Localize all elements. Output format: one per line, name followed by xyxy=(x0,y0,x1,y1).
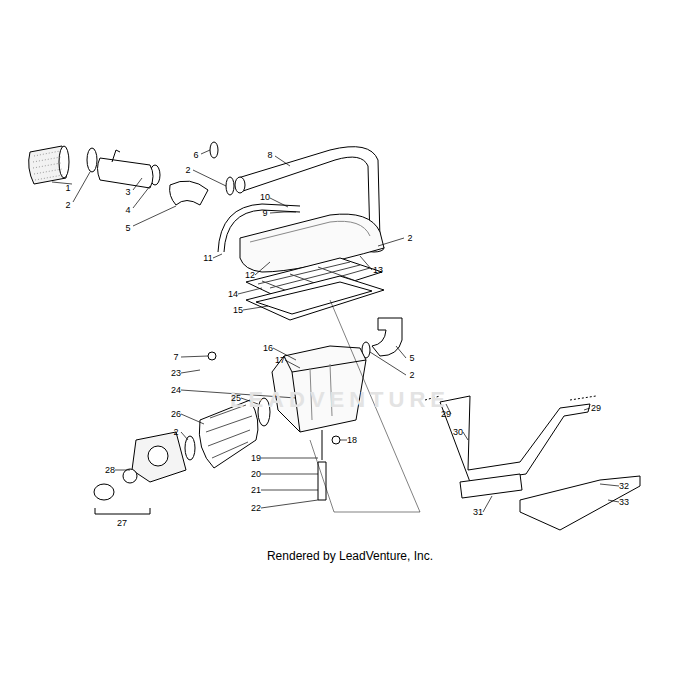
callout-number: 2 xyxy=(65,201,70,210)
callout-number: 25 xyxy=(231,394,241,403)
callout-number: 32 xyxy=(619,482,629,491)
credit-line: Rendered by LeadVenture, Inc. xyxy=(267,550,433,562)
callout-number: 10 xyxy=(260,193,270,202)
callout-number: 11 xyxy=(203,254,212,263)
callout-number: 5 xyxy=(409,354,414,363)
callout-number: 27 xyxy=(117,519,127,528)
callout-number: 20 xyxy=(251,470,261,479)
callout-number: 23 xyxy=(171,369,181,378)
callout-number: 2 xyxy=(407,234,412,243)
callout-number: 18 xyxy=(347,436,357,445)
air-filter xyxy=(29,146,69,184)
callout-number: 17 xyxy=(275,356,285,365)
callout-number: 22 xyxy=(251,504,261,513)
callout-number: 2 xyxy=(173,428,178,437)
callout-number: 13 xyxy=(373,266,383,275)
callout-number: 9 xyxy=(262,209,267,218)
callout-number: 19 xyxy=(251,454,261,463)
callout-number: 1 xyxy=(65,184,70,193)
callout-number: 15 xyxy=(233,306,243,315)
callout-number: 21 xyxy=(251,486,261,495)
leader-line xyxy=(52,150,619,512)
callout-number: 4 xyxy=(125,206,130,215)
callout-number: 26 xyxy=(171,410,181,419)
callout-number: 8 xyxy=(267,151,272,160)
callout-number: 31 xyxy=(473,508,483,517)
clamp xyxy=(87,148,97,172)
callout-number: 3 xyxy=(125,188,130,197)
callout-number: 30 xyxy=(453,428,463,437)
callout-number: 2 xyxy=(185,166,190,175)
callout-number: 5 xyxy=(125,224,130,233)
callout-number: 33 xyxy=(619,498,629,507)
watermark: LEADVENTURE xyxy=(230,389,450,411)
callout-number: 2 xyxy=(409,371,414,380)
callout-number: 29 xyxy=(591,404,601,413)
callout-number: 28 xyxy=(105,466,115,475)
callout-number: 16 xyxy=(263,344,273,353)
callout-number: 6 xyxy=(193,151,198,160)
callout-number: 29 xyxy=(441,410,451,419)
callout-number: 7 xyxy=(173,353,178,362)
callout-number: 12 xyxy=(245,271,255,280)
callout-number: 24 xyxy=(171,386,181,395)
callout-number: 14 xyxy=(228,290,238,299)
